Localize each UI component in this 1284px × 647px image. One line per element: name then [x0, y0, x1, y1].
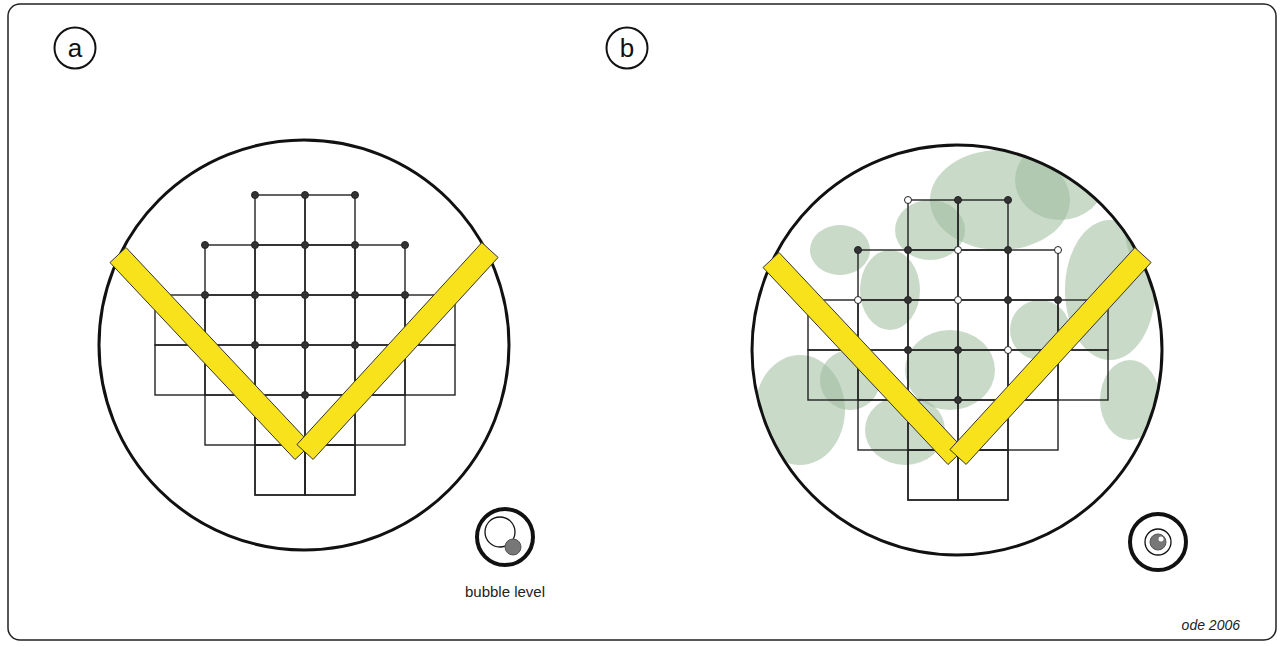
grid-cell: [205, 245, 255, 295]
panel-letter-text: b: [620, 35, 634, 61]
level-rim: [1130, 514, 1186, 570]
sample-point: [252, 242, 259, 249]
level-glint: [1159, 537, 1164, 542]
grid-cell: [908, 250, 958, 300]
sample-point: [855, 297, 862, 304]
grid-cell: [1058, 350, 1108, 400]
panel-letter-text: a: [68, 35, 82, 61]
sample-point: [352, 242, 359, 249]
grid-cell: [958, 350, 1008, 400]
sample-point: [1055, 247, 1062, 254]
sample-point: [352, 292, 359, 299]
sample-point: [955, 197, 962, 204]
sample-point: [302, 192, 309, 199]
sample-point: [1005, 247, 1012, 254]
foliage-patch: [810, 225, 870, 275]
symbol-caption: bubble level: [465, 583, 545, 600]
sample-point: [955, 297, 962, 304]
sample-point: [955, 247, 962, 254]
level-ring: [1145, 529, 1171, 555]
bubble-level-symbol: [1130, 514, 1186, 570]
panel-b: [752, 140, 1186, 570]
grid-cell: [355, 245, 405, 295]
grid-cell: [255, 245, 305, 295]
foliage-patch: [895, 200, 965, 260]
level-bubble: [1150, 534, 1166, 550]
sample-point: [302, 342, 309, 349]
panel-letter: a: [53, 26, 97, 70]
grid-cell: [908, 350, 958, 400]
grid-cell: [205, 295, 255, 345]
sample-point: [402, 242, 409, 249]
sample-point: [352, 342, 359, 349]
grid-cell: [305, 195, 355, 245]
grid-cell: [908, 200, 958, 250]
sample-point: [352, 192, 359, 199]
sample-point: [905, 347, 912, 354]
grid-cell: [858, 300, 908, 350]
sample-point: [905, 197, 912, 204]
panel-letter: b: [605, 26, 649, 70]
sample-point: [302, 392, 309, 399]
grid-cell: [1008, 250, 1058, 300]
grid-cell: [255, 345, 305, 395]
tape-measure: [763, 248, 1151, 465]
sample-point: [955, 347, 962, 354]
sample-point: [302, 292, 309, 299]
sample-point: [855, 247, 862, 254]
outer-frame: [8, 4, 1276, 640]
sample-point: [1055, 297, 1062, 304]
sample-point: [905, 297, 912, 304]
credit-note: ode 2006: [1182, 617, 1240, 633]
grid-cell: [255, 295, 305, 345]
canopy-foliage: [755, 140, 1175, 465]
grid-cell: [255, 195, 305, 245]
view-circle: [99, 140, 509, 550]
grid-cell: [858, 250, 908, 300]
grid-cell: [908, 300, 958, 350]
sample-point: [905, 247, 912, 254]
panel-a: [99, 140, 533, 565]
tape-arm: [950, 248, 1151, 465]
sample-point: [955, 397, 962, 404]
sample-point: [1005, 197, 1012, 204]
grid-cell: [305, 345, 355, 395]
grid-cell: [958, 250, 1008, 300]
foliage-patch: [860, 250, 920, 330]
sample-point: [202, 242, 209, 249]
grid-cell: [405, 345, 455, 395]
sample-point: [1005, 297, 1012, 304]
grid-cell: [958, 200, 1008, 250]
letter-circle-outline: [607, 28, 648, 69]
bubble-level-symbol: [477, 509, 533, 565]
level-rim: [477, 509, 533, 565]
level-bubble: [505, 539, 521, 555]
tape-arm: [297, 243, 498, 460]
sample-point: [1005, 347, 1012, 354]
tape-measure: [110, 243, 498, 460]
tape-arm: [763, 252, 964, 464]
grid-cell: [305, 245, 355, 295]
letter-circle-outline: [55, 28, 96, 69]
view-circle: [752, 145, 1162, 555]
foliage-patch: [1015, 140, 1105, 220]
sample-point: [202, 292, 209, 299]
sample-point: [252, 342, 259, 349]
foliage-patch: [1100, 360, 1160, 440]
sample-point: [252, 292, 259, 299]
sample-point: [302, 242, 309, 249]
sample-point: [402, 292, 409, 299]
grid-cell: [305, 295, 355, 345]
tape-arm: [110, 247, 311, 459]
sample-point: [252, 192, 259, 199]
grid-cell: [958, 300, 1008, 350]
